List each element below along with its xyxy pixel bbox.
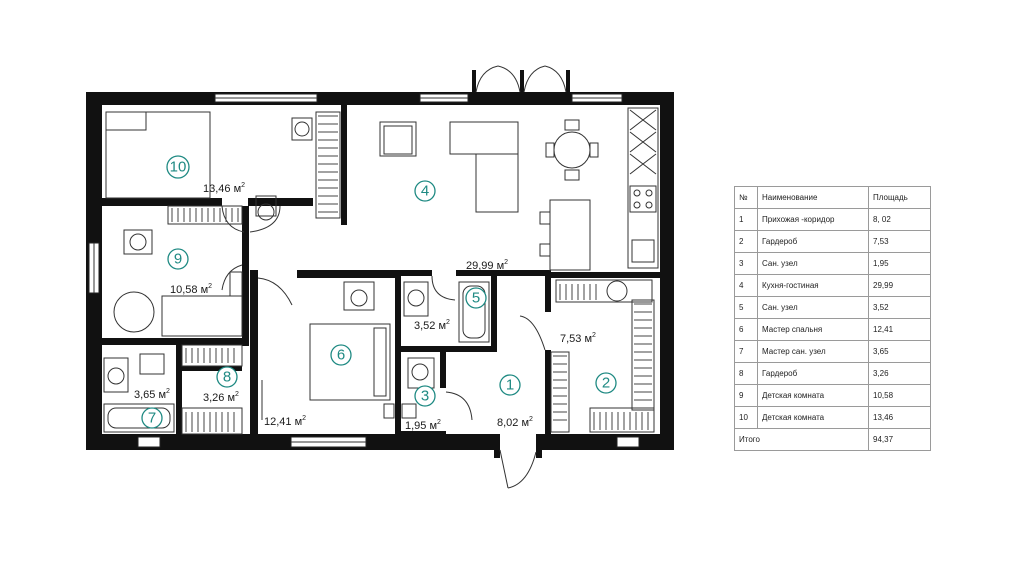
cell-number: 10 <box>734 406 758 429</box>
area-labels: 8,02 м2 7,53 м2 1,95 м2 29,99 м2 3,52 м2… <box>134 182 596 432</box>
cell-name: Гардероб <box>757 362 869 385</box>
cell-area: 3,26 <box>868 362 931 385</box>
cell-number: 8 <box>734 362 758 385</box>
room-marker-5: 5 <box>465 287 487 309</box>
cell-number: 4 <box>734 274 758 297</box>
room-area-9: 10,58 м2 <box>170 283 212 296</box>
room-number-5: 5 <box>472 290 480 307</box>
entrance-door <box>494 434 542 489</box>
cell-number: 6 <box>734 318 758 341</box>
wardrobe-hatching <box>167 111 655 435</box>
room-area-6: 12,41 м2 <box>264 415 306 428</box>
room-number-1: 1 <box>506 377 514 394</box>
column-header-name: Наименование <box>757 186 869 209</box>
cell-area: 3,65 <box>868 340 931 363</box>
room-marker-9: 9 <box>167 248 189 270</box>
cell-name: Мастер сан. узел <box>757 340 869 363</box>
room-marker-7: 7 <box>141 407 163 429</box>
cell-name: Детская комната <box>757 406 869 429</box>
cell-area: 29,99 <box>868 274 931 297</box>
room-number-7: 7 <box>148 410 156 427</box>
door-swings <box>221 205 546 421</box>
cell-name: Кухня-гостиная <box>757 274 869 297</box>
room-area-3: 1,95 м2 <box>405 419 441 432</box>
cell-name: Мастер спальня <box>757 318 869 341</box>
furniture <box>103 107 659 433</box>
room-marker-3: 3 <box>414 385 436 407</box>
cell-number: 9 <box>734 384 758 407</box>
cell-area: 13,46 <box>868 406 931 429</box>
total-value: 94,37 <box>868 428 931 451</box>
windows <box>88 93 640 448</box>
column-header-area: Площадь <box>868 186 931 209</box>
room-area-10: 13,46 м2 <box>203 182 245 195</box>
cell-name: Детская комната <box>757 384 869 407</box>
room-area-7: 3,65 м2 <box>134 388 170 401</box>
room-number-2: 2 <box>602 375 610 392</box>
cell-number: 2 <box>734 230 758 253</box>
cell-number: 3 <box>734 252 758 275</box>
cell-area: 12,41 <box>868 318 931 341</box>
room-number-3: 3 <box>421 388 429 405</box>
room-marker-6: 6 <box>330 344 352 366</box>
cell-area: 1,95 <box>868 252 931 275</box>
room-number-8: 8 <box>223 369 231 386</box>
cell-name: Прихожая -коридор <box>757 208 869 231</box>
room-number-4: 4 <box>421 183 429 200</box>
room-marker-8: 8 <box>216 366 238 388</box>
room-marker-2: 2 <box>595 372 617 394</box>
room-markers: 1 2 3 4 5 6 7 8 9 10 <box>141 155 617 429</box>
cell-number: 5 <box>734 296 758 319</box>
room-area-4: 29,99 м2 <box>466 259 508 272</box>
cell-number: 7 <box>734 340 758 363</box>
room-area-1: 8,02 м2 <box>497 416 533 429</box>
room-area-5: 3,52 м2 <box>414 319 450 332</box>
interior-walls <box>102 105 660 434</box>
total-label: Итого <box>734 428 869 451</box>
cell-name: Гардероб <box>757 230 869 253</box>
cell-name: Сан. узел <box>757 296 869 319</box>
room-area-2: 7,53 м2 <box>560 332 596 345</box>
cell-area: 7,53 <box>868 230 931 253</box>
room-number-10: 10 <box>170 159 187 176</box>
cell-area: 3,52 <box>868 296 931 319</box>
cell-number: 1 <box>734 208 758 231</box>
room-marker-4: 4 <box>414 180 436 202</box>
room-number-6: 6 <box>337 347 345 364</box>
table-total-row: Итого 94,37 <box>734 428 931 451</box>
room-number-9: 9 <box>174 251 182 268</box>
table-header-row: № Наименование Площадь <box>734 186 931 209</box>
cell-area: 8, 02 <box>868 208 931 231</box>
column-header-number: № <box>734 186 758 209</box>
room-marker-1: 1 <box>499 374 521 396</box>
cell-name: Сан. узел <box>757 252 869 275</box>
room-marker-10: 10 <box>166 155 190 179</box>
cell-area: 10,58 <box>868 384 931 407</box>
balcony-doors <box>472 65 570 94</box>
room-area-8: 3,26 м2 <box>203 391 239 404</box>
